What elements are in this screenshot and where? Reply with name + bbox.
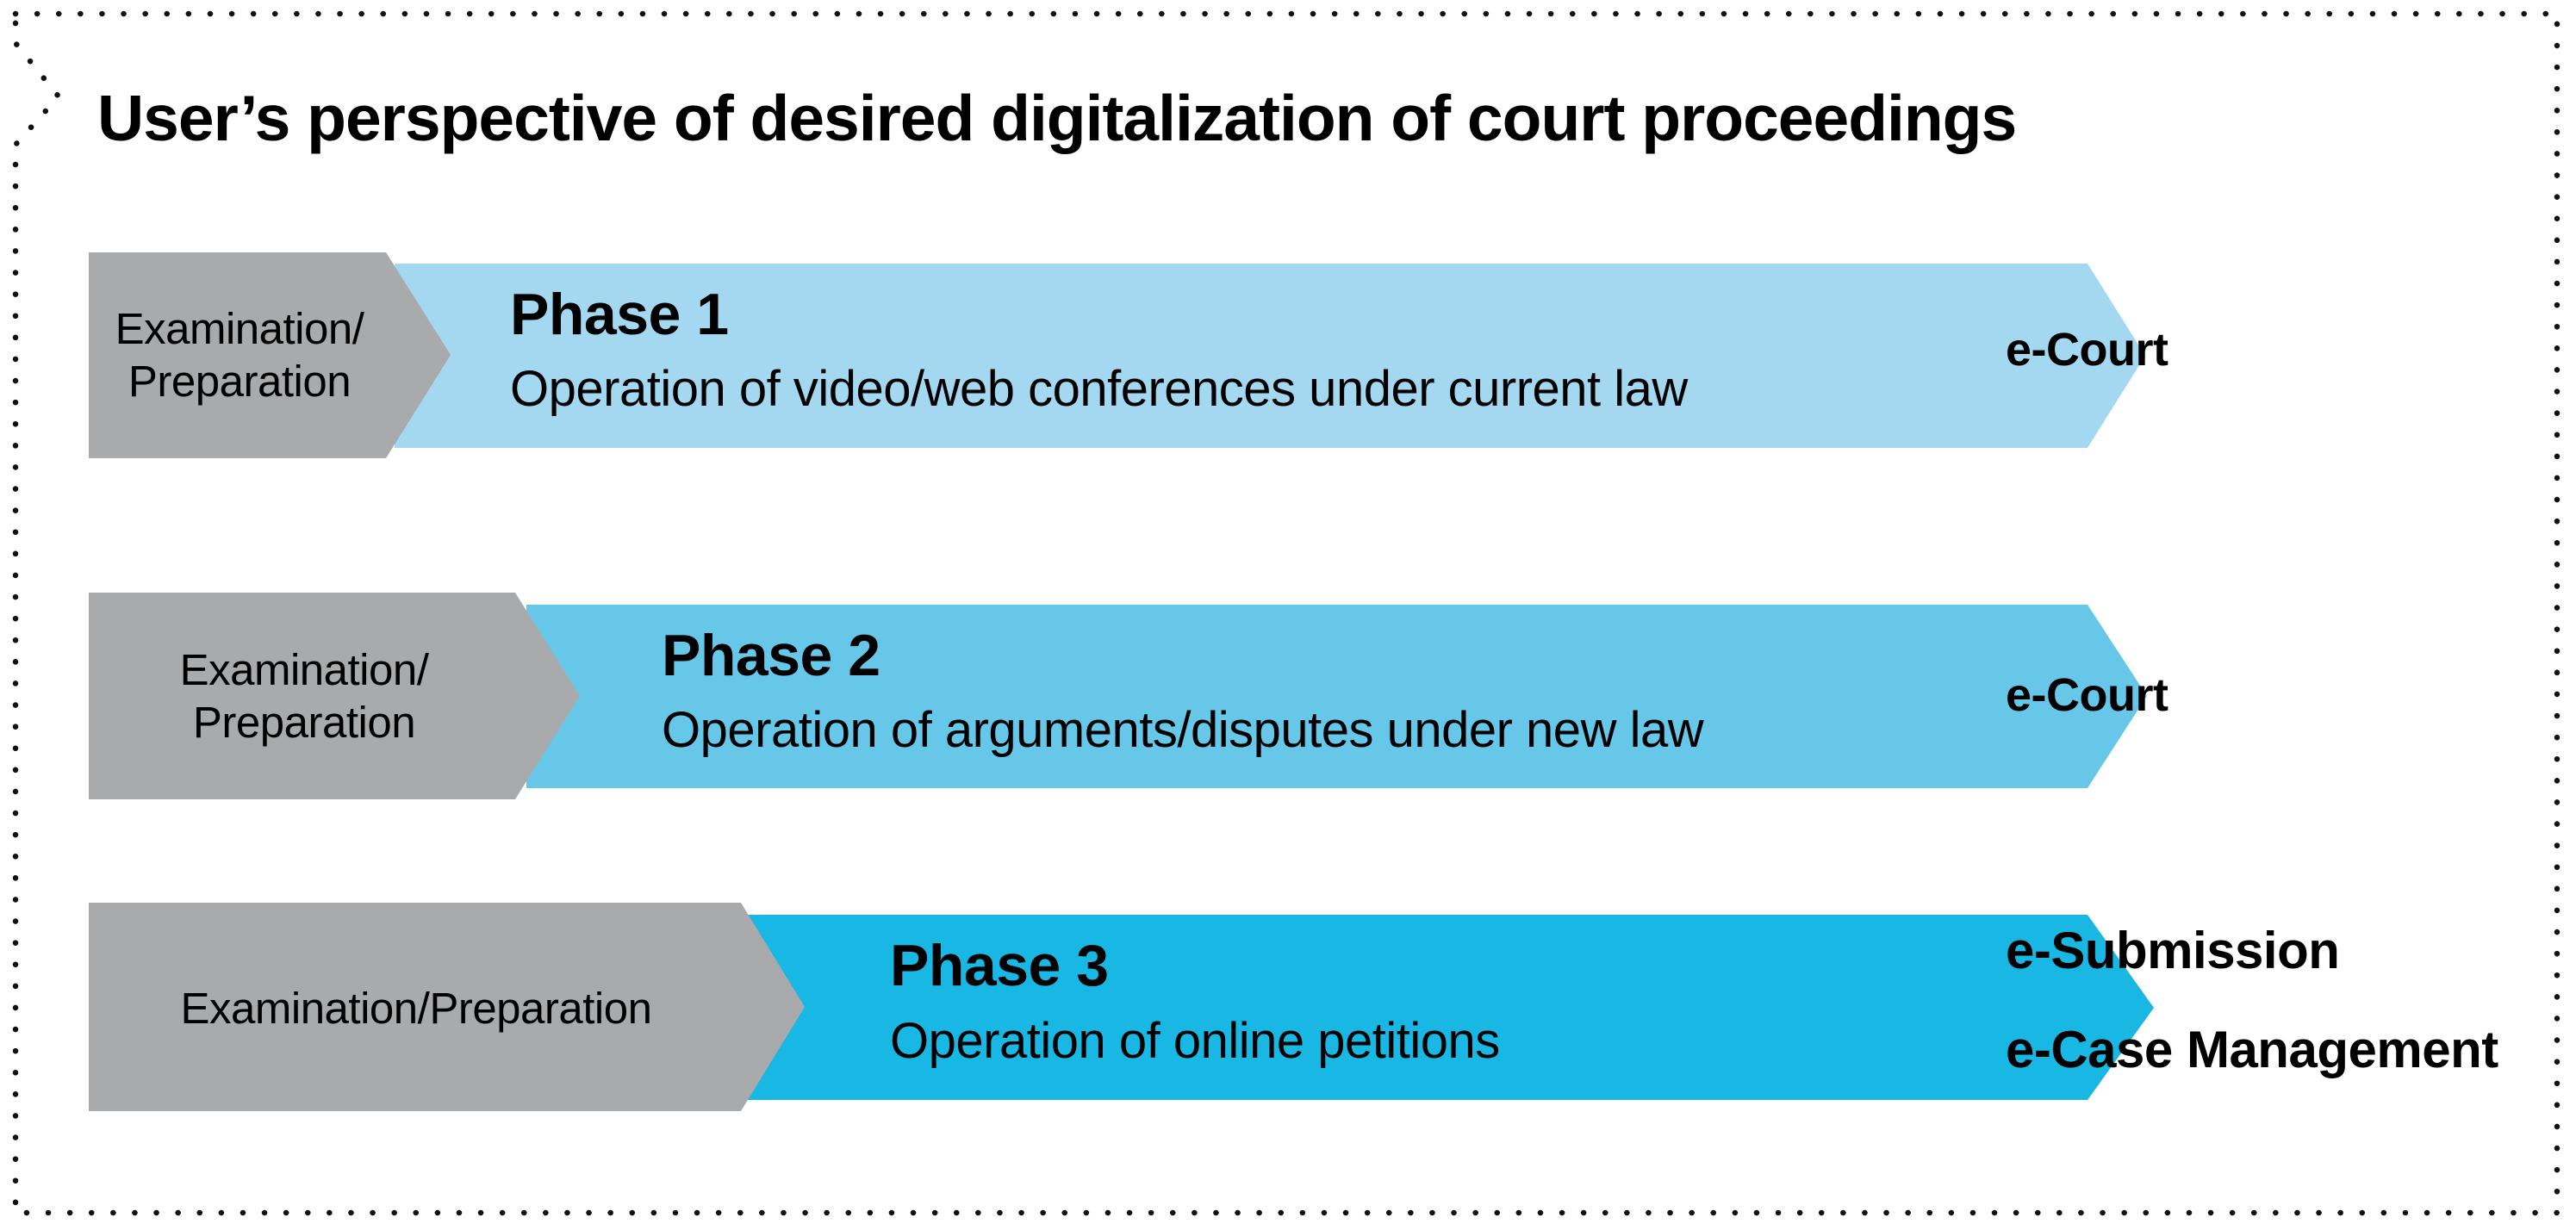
phase1-output-label: e-Court <box>2006 324 2168 376</box>
phase1-stage-arrow <box>89 252 451 458</box>
phase2-heading: Phase 2 <box>662 623 880 688</box>
phase1-bar-arrow <box>395 264 2145 448</box>
stage-label-line: Examination/ <box>115 304 364 353</box>
stage-label-line: Preparation <box>192 698 416 748</box>
phase1-description: Operation of video/web conferences under… <box>510 361 1688 417</box>
phase3-heading: Phase 3 <box>890 933 1109 998</box>
phase3-stage-arrow <box>89 903 805 1111</box>
phase3-description: Operation of online petitions <box>890 1013 1500 1069</box>
stage-label-line: Preparation <box>128 357 352 407</box>
stage-label-line: Examination/Preparation <box>180 984 653 1033</box>
stage-label-phase3: Examination/Preparation <box>89 982 744 1034</box>
phase2-description: Operation of arguments/disputes under ne… <box>662 702 1704 758</box>
phase2-output-label: e-Court <box>2006 669 2168 721</box>
stage-label-line: Examination/ <box>179 645 429 694</box>
phase3-output-label-case-management: e-Case Management <box>2006 1021 2498 1078</box>
phase3-output-label-submission: e-Submission <box>2006 922 2340 979</box>
phase2-stage-arrow <box>89 593 580 799</box>
page-title: User’s perspective of desired digitaliza… <box>97 82 2017 154</box>
stage-label-phase1: Examination/ Preparation <box>89 302 390 407</box>
phase1-heading: Phase 1 <box>510 282 729 347</box>
phase3-bar-arrow <box>748 915 2154 1100</box>
stage-label-phase2: Examination/ Preparation <box>89 643 520 749</box>
phase2-bar-arrow <box>526 605 2147 788</box>
